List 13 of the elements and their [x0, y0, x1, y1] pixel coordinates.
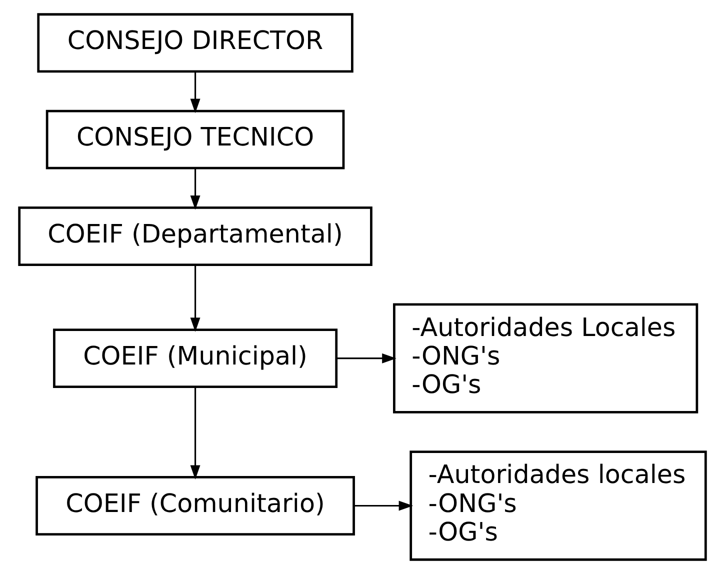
node-box: -Autoridades locales -ONG's -OG's	[410, 450, 707, 561]
node-box: CONSEJO DIRECTOR	[37, 13, 354, 73]
arrow	[190, 168, 200, 210]
node-box: CONSEJO TECNICO	[46, 110, 345, 170]
node-box: COEIF (Municipal)	[53, 328, 338, 388]
arrow	[190, 387, 200, 480]
node-box: COEIF (Departamental)	[18, 206, 372, 266]
node-box: -Autoridades Locales -ONG's -OG's	[393, 303, 698, 414]
arrow	[190, 264, 200, 332]
arrow	[190, 72, 200, 114]
arrow	[336, 353, 396, 364]
arrow	[354, 500, 414, 511]
node-box: COEIF (Comunitario)	[36, 476, 355, 536]
